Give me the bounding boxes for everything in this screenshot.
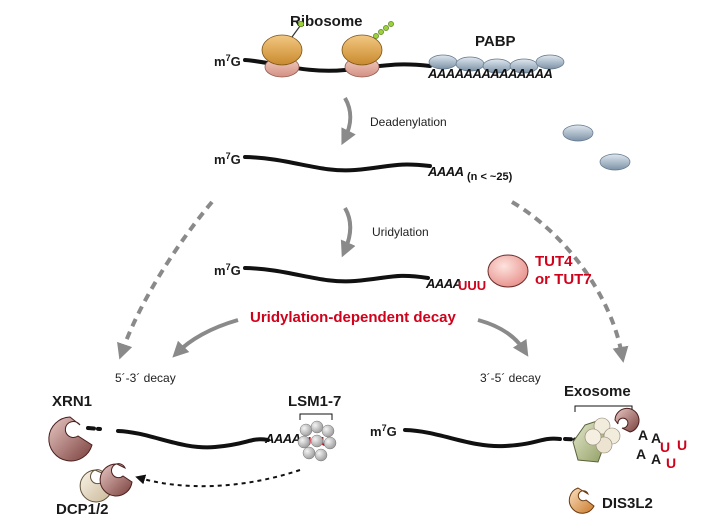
- ribosome-icon-1: [261, 20, 305, 78]
- poly-a-tail-decay-5-3: AAAA: [264, 431, 301, 446]
- mrna-strand-decay-5-3-body: [116, 429, 270, 450]
- pabp-icons: [428, 54, 565, 74]
- cap-label-1: m7G: [214, 53, 241, 69]
- dis3l2-enzyme-icon: [568, 487, 595, 514]
- dashed-arrow-left: [117, 200, 214, 360]
- released-a-3: A: [636, 446, 646, 462]
- mrna-strand-2: [243, 155, 432, 173]
- ribosome-icon-2: [341, 21, 394, 78]
- released-a-4: A: [651, 451, 661, 467]
- dis3l2-label: DIS3L2: [602, 495, 653, 512]
- tut-label-line2: or TUT7: [535, 271, 592, 288]
- decay-3-5-label: 3´-5´ decay: [480, 371, 541, 385]
- released-nucleotides: A A A A U U U: [636, 427, 687, 471]
- exosome-label: Exosome: [564, 383, 631, 400]
- arrow-to-5-3-decay: [172, 318, 239, 358]
- free-pabp-icons: [562, 124, 631, 171]
- cap-label-3: m7G: [214, 262, 241, 278]
- mrna-strand-decay-3-5: [403, 428, 562, 449]
- uridylation-label: Uridylation: [372, 225, 429, 239]
- cap-label-2: m7G: [214, 151, 241, 167]
- xrn1-label: XRN1: [52, 393, 92, 410]
- released-u-2: U: [677, 437, 687, 453]
- lsm-label: LSM1-7: [288, 393, 341, 410]
- tut-label-line1: TUT4: [535, 253, 573, 270]
- tut-enzyme-icon: [487, 254, 529, 288]
- deadenylation-arrow: [341, 96, 356, 146]
- uridylation-dependent-decay-title: Uridylation-dependent decay: [250, 309, 457, 326]
- lsm-complex-icon: [297, 420, 337, 462]
- dashed-arrow-right: [510, 200, 629, 363]
- mrna-strand-decay-5-3: [86, 426, 102, 431]
- released-u-3: U: [666, 455, 676, 471]
- lsm-bracket: [299, 413, 333, 420]
- poly-a-tail-long: AAAAAAAAAAAAAA: [427, 66, 553, 81]
- arrow-to-3-5-decay: [477, 318, 529, 357]
- dcp-label: DCP1/2: [56, 501, 109, 518]
- decay-5-3-label: 5´-3´ decay: [115, 371, 176, 385]
- tut-label: TUT4 or TUT7: [535, 253, 592, 288]
- released-u-1: U: [660, 439, 670, 455]
- poly-a-tail-short-3: AAAA: [425, 276, 462, 291]
- ribosome-label: Ribosome: [290, 13, 363, 30]
- released-a-1: A: [638, 427, 648, 443]
- poly-a-length-note: (n < ~25): [467, 171, 513, 183]
- exosome-complex-icon: [572, 407, 640, 463]
- oligo-u-tail: UUU: [458, 278, 486, 293]
- pabp-label: PABP: [475, 33, 516, 50]
- deadenylation-label: Deadenylation: [370, 115, 447, 129]
- released-a-2: A: [651, 430, 661, 446]
- uridylation-arrow: [340, 206, 356, 258]
- dcp-recruitment-arrow: [135, 469, 301, 488]
- cap-label-4: m7G: [370, 423, 397, 439]
- mrna-strand-3: [243, 266, 430, 284]
- dcp-enzyme-icon: [79, 463, 133, 503]
- poly-a-tail-short-2: AAAA: [427, 164, 464, 179]
- xrn1-enzyme-icon: [48, 416, 93, 462]
